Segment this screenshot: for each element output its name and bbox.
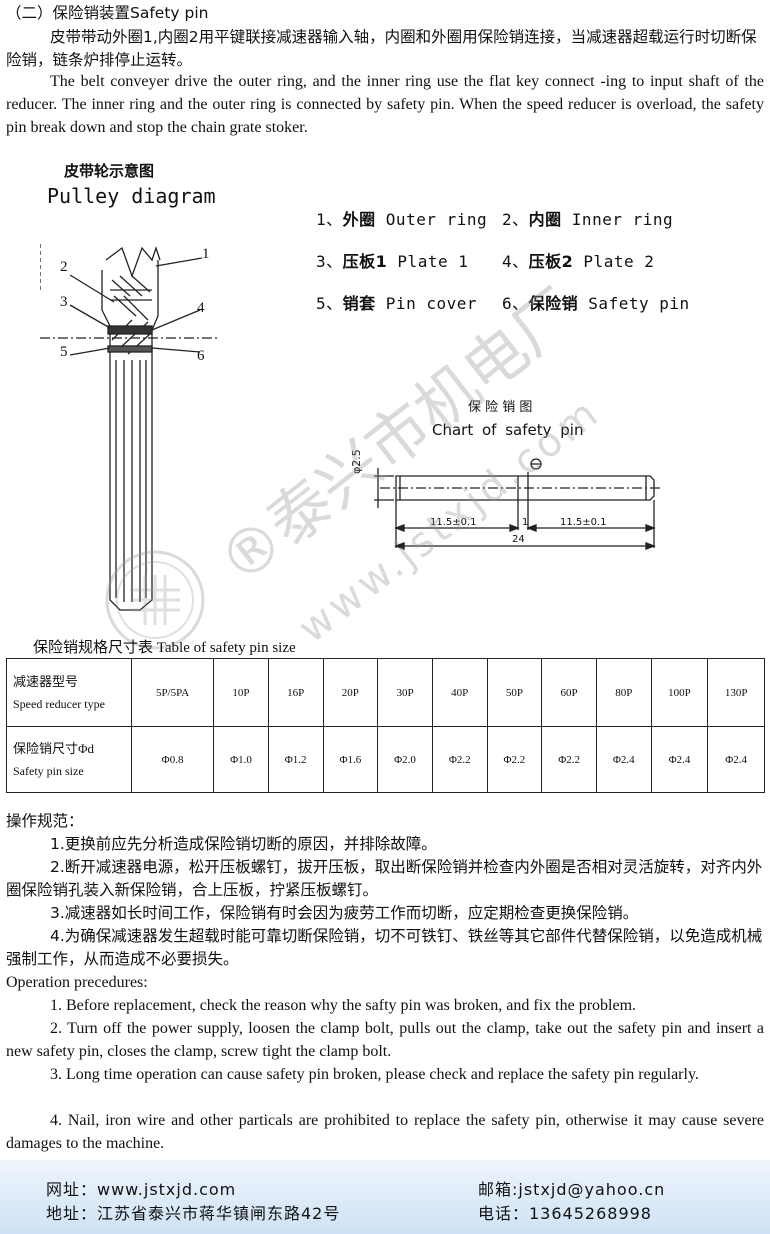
footer: 网址：www.jstxjd.com 地址：江苏省泰兴市蒋华镇闸东路42号 邮箱:… — [0, 1160, 770, 1234]
footer-address: 地址：江苏省泰兴市蒋华镇闸东路42号 — [46, 1204, 341, 1223]
table-cell: 130P — [707, 658, 765, 727]
table-cell: 10P — [213, 658, 269, 727]
ops-zh-item-4: 4.为确保减速器发生超载时能可靠切断保险销，切不可铁钉、铁丝等其它部件代替保险销… — [6, 927, 763, 968]
callout-5: 5 — [60, 344, 68, 360]
pulley-title-en: Pulley diagram — [47, 184, 216, 208]
pin-drawing — [374, 458, 660, 550]
table-cell: 5P/5PA — [130, 658, 215, 727]
table-cell: 40P — [431, 658, 488, 727]
dim-right: 11.5±0.1 — [560, 517, 607, 528]
ops-en-heading: Operation precedures: — [6, 974, 148, 991]
pulley-drawing — [40, 244, 220, 611]
table-cell: Φ2.4 — [595, 726, 652, 793]
table-cell: Φ1.6 — [322, 726, 379, 793]
pulley-title-zh: 皮带轮示意图 — [64, 162, 155, 180]
dim-total: 24 — [512, 534, 525, 545]
legend-item-1: 1、外圈 Outer ring — [316, 210, 488, 229]
callout-4: 4 — [197, 300, 205, 316]
legend-item-5: 5、销套 Pin cover — [316, 294, 477, 313]
table-cell: 20P — [322, 658, 379, 727]
footer-web: 网址：www.jstxjd.com — [46, 1180, 237, 1199]
table-cell: 50P — [486, 658, 543, 727]
callout-6: 6 — [197, 348, 205, 364]
table-cell: Φ1.2 — [267, 726, 324, 793]
table-cell: Φ2.2 — [431, 726, 488, 793]
ops-zh-item-3: 3.减速器如长时间工作，保险销有时会因为疲劳工作而切断，应定期检查更换保险销。 — [50, 904, 639, 922]
table-cell: 60P — [541, 658, 597, 727]
section-title: （二）保险销装置Safety pin — [6, 4, 209, 22]
table-cell: 80P — [595, 658, 652, 727]
table-cell: Φ2.4 — [650, 726, 709, 793]
dim-left: 11.5±0.1 — [430, 517, 477, 528]
table-cell: Φ2.0 — [377, 726, 433, 793]
ops-en-item-3: 3. Long time operation can cause safety … — [50, 1066, 699, 1083]
pin-chart-title-zh: 保 险 销 图 — [468, 400, 533, 415]
footer-phone: 电话：13645268998 — [478, 1204, 652, 1223]
table-cell: Φ2.2 — [541, 726, 597, 793]
dim-mid: 1 — [522, 517, 529, 528]
table-cell: 30P — [377, 658, 433, 727]
footer-email: 邮箱:jstxjd@yahoo.cn — [478, 1180, 666, 1199]
table-cell: Φ1.0 — [213, 726, 269, 793]
table-cell: Φ0.8 — [130, 726, 215, 793]
zh-intro: 皮带带动外圈1,内圈2用平键联接减速器输入轴，内圈和外圈用保险销连接，当减速器超… — [6, 28, 757, 69]
table-cell: 16P — [267, 658, 324, 727]
legend-item-2: 2、内圈 Inner ring — [502, 210, 674, 229]
callout-3: 3 — [60, 294, 68, 310]
table-caption: 保险销规格尺寸表 Table of safety pin size — [33, 640, 296, 656]
table-cell: 100P — [650, 658, 709, 727]
pin-chart-title-en: Chart of safety pin — [432, 421, 584, 439]
callout-2: 2 — [60, 259, 68, 275]
callout-1: 1 — [202, 246, 210, 262]
en-intro: The belt conveyer drive the outer ring, … — [6, 73, 764, 136]
ops-zh-item-2: 2.断开减速器电源，松开压板螺钉，拔开压板，取出断保险销并检查内外圈是否相对灵活… — [6, 858, 763, 899]
ops-zh-item-1: 1.更换前应先分析造成保险销切断的原因，并排除故障。 — [50, 835, 437, 853]
table-cell: Φ2.4 — [707, 726, 765, 793]
watermark-seal-icon — [105, 550, 205, 650]
ops-en-item-1: 1. Before replacement, check the reason … — [50, 997, 637, 1014]
ops-zh-heading: 操作规范： — [6, 812, 84, 830]
ops-en-item-2: 2. Turn off the power supply, loosen the… — [6, 1020, 764, 1060]
legend-item-4: 4、压板2 Plate 2 — [502, 252, 655, 271]
table-cell: Φ2.2 — [486, 726, 543, 793]
legend-item-6: 6、保险销 Safety pin — [502, 294, 690, 313]
ops-en-item-4: 4. Nail, iron wire and other particals a… — [6, 1112, 764, 1152]
legend-item-3: 3、压板1 Plate 1 — [316, 252, 469, 271]
